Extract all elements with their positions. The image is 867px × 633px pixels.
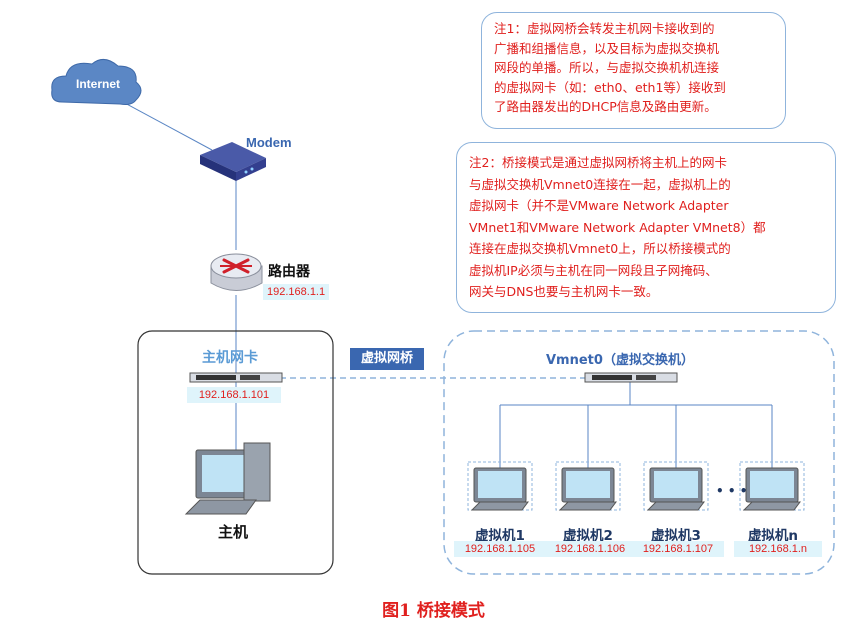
note-2: 注2：桥接模式是通过虚拟网桥将主机上的网卡与虚拟交换机Vmnet0连接在一起，虚…: [456, 142, 836, 313]
vm1-ip: 192.168.1.105: [454, 541, 546, 557]
host-label: 主机: [218, 523, 249, 541]
note1-line: 网段的单播。所以，与虚拟交换机机连接: [494, 60, 720, 75]
note2-line: 网关与DNS也要与主机网卡一致。: [469, 284, 659, 299]
note1-line: 注1：虚拟网桥会转发主机网卡接收到的: [494, 21, 715, 36]
vm2-ip: 192.168.1.106: [544, 541, 636, 557]
host-nic-ip: 192.168.1.101: [187, 387, 281, 403]
vm1-computer-icon: [467, 461, 533, 511]
vm3-computer-icon: [643, 461, 709, 511]
note-1: 注1：虚拟网桥会转发主机网卡接收到的广播和组播信息，以及目标为虚拟交换机网段的单…: [481, 12, 786, 129]
host-computer-icon: [184, 442, 271, 515]
internet-label: Internet: [76, 77, 121, 91]
vswitch-label: Vmnet0（虚拟交换机）: [546, 353, 694, 368]
virtual-bridge-label: 虚拟网桥: [350, 348, 424, 370]
note1-line: 了路由器发出的DHCP信息及路由更新。: [494, 99, 717, 114]
virtual-zone-frame: [443, 330, 835, 575]
vmn-ip: 192.168.1.n: [734, 541, 822, 557]
modem-icon: [200, 142, 266, 181]
host-nic-icon: [189, 372, 283, 383]
note1-line: 广播和组播信息，以及目标为虚拟交换机: [494, 40, 720, 56]
figure-caption: 图1 桥接模式: [382, 601, 485, 621]
vm3-ip: 192.168.1.107: [632, 541, 724, 557]
note2-line: 与虚拟交换机Vmnet0连接在一起，虚拟机上的: [469, 176, 731, 192]
vm2-computer-icon: [555, 461, 621, 511]
note2-line: 注2：桥接模式是通过虚拟网桥将主机上的网卡: [469, 155, 727, 170]
router-ip: 192.168.1.1: [263, 284, 330, 300]
host-nic-label: 主机网卡: [202, 350, 258, 366]
note2-line: 虚拟网卡（并不是VMware Network Adapter: [469, 198, 729, 213]
note1-line: 的虚拟网卡（如：eth0、eth1等）接收到: [494, 79, 726, 95]
vmn-computer-icon: [739, 461, 805, 511]
vmn-name: 虚拟机n: [747, 528, 799, 544]
vm2-name: 虚拟机2: [563, 528, 613, 544]
router-icon: [210, 253, 263, 291]
modem-label: Modem: [246, 135, 292, 150]
vm3-name: 虚拟机3: [651, 528, 701, 544]
vm1-name: 虚拟机1: [475, 528, 525, 544]
more-vms-ellipsis: • • •: [716, 484, 748, 498]
router-label: 路由器: [268, 264, 310, 280]
note2-line: 连接在虚拟交换机Vmnet0上，所以桥接模式的: [469, 241, 731, 256]
host-frame: [137, 330, 334, 575]
note2-line: VMnet1和VMware Network Adapter VMnet8）都: [469, 219, 766, 235]
internet-cloud-icon: [51, 59, 142, 105]
note2-line: 虚拟机IP必须与主机在同一网段且子网掩码、: [469, 262, 718, 278]
virtual-switch-icon: [584, 372, 678, 383]
